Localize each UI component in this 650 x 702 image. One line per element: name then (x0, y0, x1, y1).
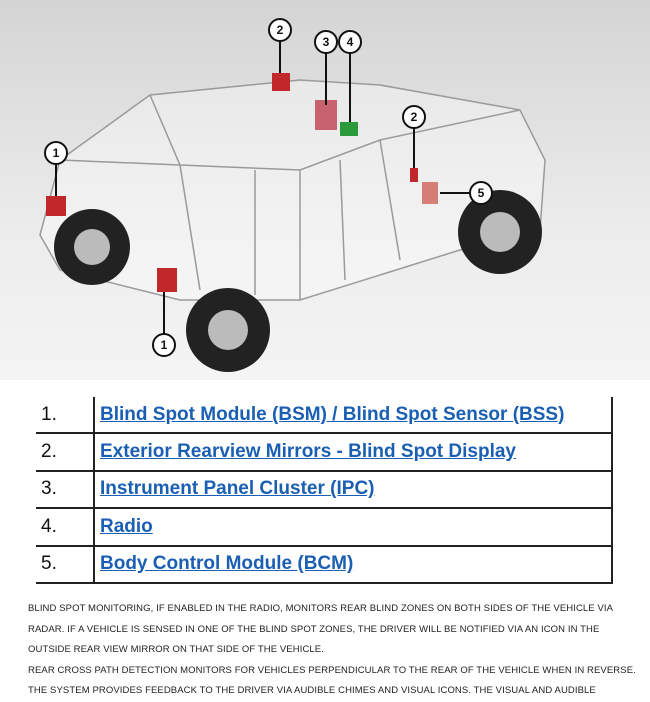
callout-1: 1 (161, 338, 168, 352)
component-link[interactable]: Body Control Module (BCM) (100, 553, 354, 575)
vehicle-component-diagram: 1 1 2 2 3 4 5 (0, 0, 650, 380)
table-row: 5. Body Control Module (BCM) (36, 547, 613, 584)
description-line: RADAR. IF A VEHICLE IS SENSED IN ONE OF … (28, 623, 600, 635)
description-text: BLIND SPOT MONITORING, IF ENABLED IN THE… (28, 599, 638, 702)
vehicle-illustration: 1 1 2 2 3 4 5 (39, 18, 546, 372)
description-line: THE SYSTEM PROVIDES FEEDBACK TO THE DRIV… (28, 685, 596, 696)
callout-3: 3 (323, 35, 330, 49)
component-link[interactable]: Radio (100, 515, 153, 537)
callout-2: 2 (411, 110, 418, 124)
row-number: 1. (41, 403, 57, 425)
callout-2: 2 (277, 23, 284, 37)
component-legend-table: 1. Blind Spot Module (BSM) / Blind Spot S… (36, 397, 613, 584)
row-number: 3. (41, 478, 57, 500)
component-markers (46, 73, 438, 292)
description-line: BLIND SPOT MONITORING, IF ENABLED IN THE… (28, 603, 614, 614)
vehicle-body (39, 79, 546, 301)
row-number: 4. (41, 515, 57, 537)
table-row: 1. Blind Spot Module (BSM) / Blind Spot S… (36, 397, 613, 435)
row-number: 2. (41, 441, 57, 463)
callout-4: 4 (347, 35, 354, 49)
table-row: 3. Instrument Panel Cluster (IPC) (36, 472, 613, 510)
table-row: 4. Radio (36, 509, 613, 547)
row-number: 5. (41, 553, 57, 575)
component-link[interactable]: Blind Spot Module (BSM) / Blind Spot Sen… (100, 403, 565, 425)
component-link[interactable]: Instrument Panel Cluster (IPC) (100, 478, 375, 500)
callout-5: 5 (478, 186, 485, 200)
callout-1: 1 (53, 146, 60, 160)
callouts: 1 1 2 2 3 4 5 (44, 18, 493, 357)
component-link[interactable]: Exterior Rearview Mirrors - Blind Spot D… (100, 441, 516, 463)
table-row: 2. Exterior Rearview Mirrors - Blind Spot… (36, 434, 613, 472)
description-line: REAR CROSS PATH DETECTION MONITORS FOR V… (28, 664, 636, 676)
wheels (54, 190, 542, 372)
description-line: OUTSIDE REAR VIEW MIRROR ON THAT SIDE OF… (28, 644, 324, 655)
